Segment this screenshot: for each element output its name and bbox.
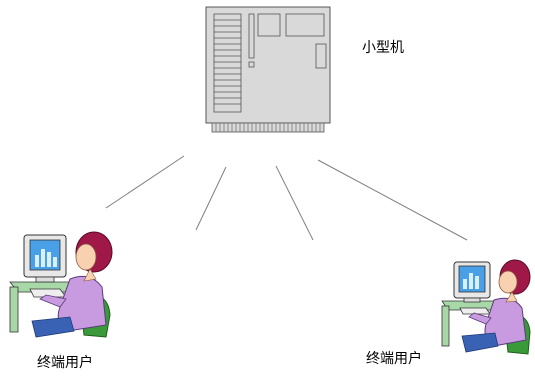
connection-line-1 bbox=[105, 155, 185, 209]
connection-lines bbox=[105, 155, 468, 241]
connection-line-2 bbox=[195, 166, 227, 231]
connection-line-3 bbox=[275, 165, 314, 241]
minicomputer-icon bbox=[205, 6, 331, 133]
terminal-user-label-right: 终端用户 bbox=[366, 351, 422, 367]
connection-line-4 bbox=[317, 159, 468, 241]
server-label: 小型机 bbox=[362, 40, 404, 56]
terminal-user-icon-left bbox=[9, 231, 113, 338]
terminal-user-label-left: 终端用户 bbox=[37, 355, 93, 371]
terminal-user-icon-right bbox=[441, 259, 531, 355]
